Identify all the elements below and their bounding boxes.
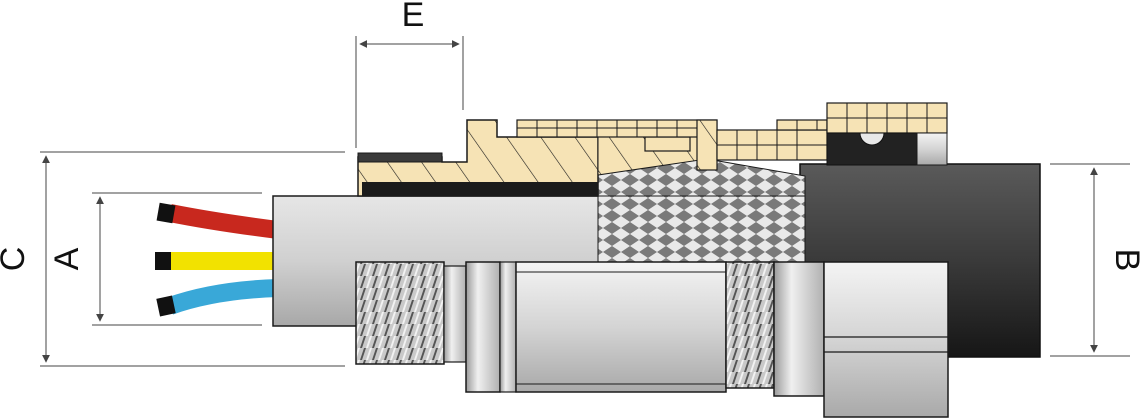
end-cap (823, 261, 949, 418)
gland-body-lower (355, 261, 949, 418)
dim-label-a: A (48, 247, 86, 270)
entry-thread (355, 261, 445, 365)
blue-wire (166, 279, 279, 315)
red-wire-tip (156, 202, 176, 224)
seal-notch (859, 132, 885, 146)
dim-label-c: C (0, 247, 32, 272)
knurled-band (516, 102, 948, 171)
dim-label-b: B (1108, 249, 1142, 272)
hex-nut (773, 261, 825, 397)
dim-label-e: E (402, 0, 425, 34)
cap-top-strip (357, 152, 443, 163)
conductors (155, 202, 280, 317)
blue-wire-tip (156, 295, 176, 317)
hex-flange (465, 261, 501, 393)
seal-ring (362, 182, 598, 196)
yellow-wire-tip (155, 252, 171, 270)
brass-body-section (357, 102, 948, 197)
red-wire (168, 204, 280, 239)
dimensions (40, 36, 1130, 367)
body-thread (725, 261, 775, 389)
main-body (515, 261, 727, 393)
